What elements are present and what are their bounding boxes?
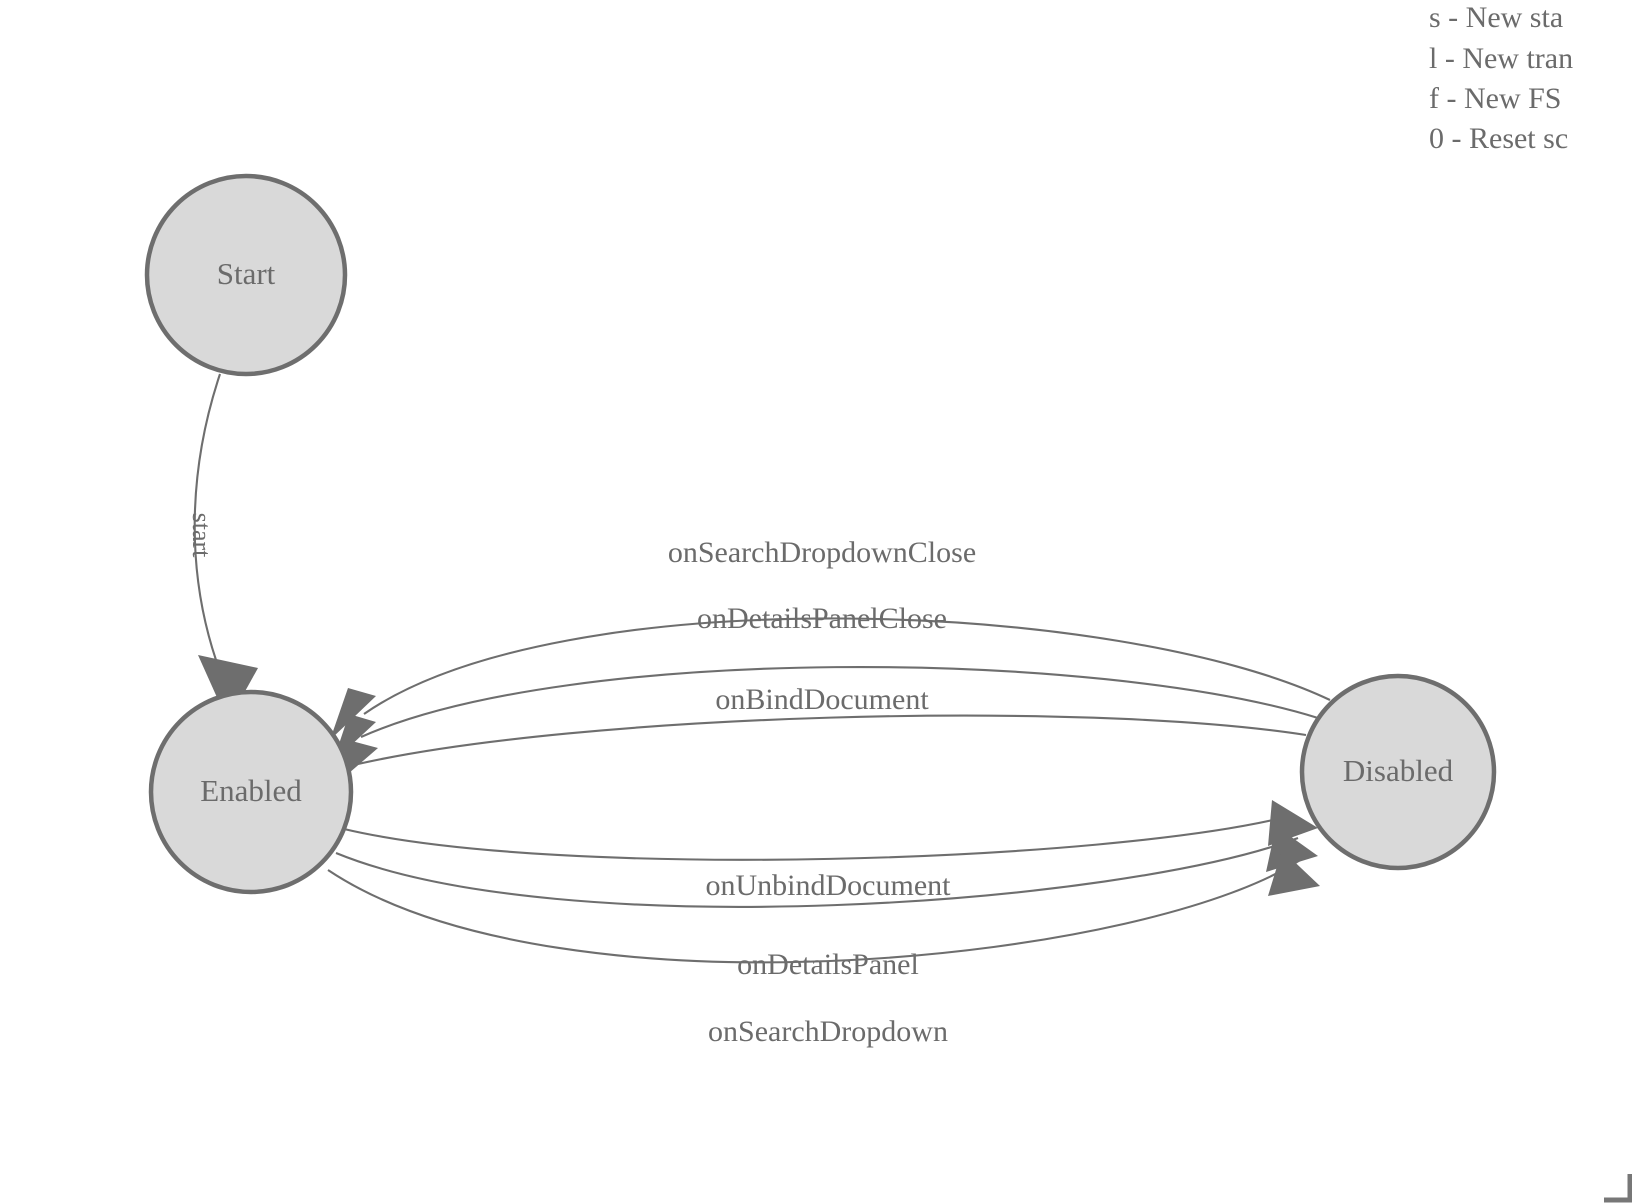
transition-on-search-dropdown-path[interactable] xyxy=(327,855,1307,964)
transition-start-label: start xyxy=(187,513,216,559)
state-start-label: Start xyxy=(217,256,276,291)
transition-start[interactable] xyxy=(193,373,258,722)
transition-on-bind-document[interactable] xyxy=(334,714,1307,786)
transition-on-details-panel-label: onDetailsPanel xyxy=(737,948,919,981)
transition-on-search-dropdown-close-path[interactable] xyxy=(363,617,1331,715)
state-node-enabled[interactable]: Enabled xyxy=(148,689,354,895)
resize-corner[interactable] xyxy=(1604,1174,1632,1203)
transition-start-path[interactable] xyxy=(193,373,221,661)
transition-on-details-panel-close-label: onDetailsPanelClose xyxy=(697,602,947,635)
transition-start-arrowhead xyxy=(198,655,258,722)
transition-on-unbind-document-label: onUnbindDocument xyxy=(706,869,952,902)
help-line-new-fsm: f - New FS xyxy=(1429,82,1562,115)
transition-on-bind-document-path[interactable] xyxy=(357,714,1307,766)
transition-on-search-dropdown[interactable] xyxy=(327,850,1320,964)
transition-on-search-dropdown-close-arrowhead xyxy=(330,688,376,740)
state-enabled-circle[interactable] xyxy=(148,689,354,895)
state-enabled-label: Enabled xyxy=(200,773,302,808)
state-node-start[interactable]: Start xyxy=(144,173,348,377)
help-line-reset-scale: 0 - Reset sc xyxy=(1429,122,1568,155)
state-node-disabled[interactable]: Disabled xyxy=(1299,673,1497,871)
transition-on-details-panel-path[interactable] xyxy=(335,837,1299,908)
transition-on-bind-document-label: onBindDocument xyxy=(715,683,929,716)
state-disabled-label: Disabled xyxy=(1343,753,1454,788)
transition-on-search-dropdown-label: onSearchDropdown xyxy=(708,1015,948,1048)
help-line-new-transition: l - New tran xyxy=(1429,42,1573,75)
transition-on-unbind-document-path[interactable] xyxy=(343,814,1291,861)
transition-on-details-panel-close-path[interactable] xyxy=(360,666,1319,738)
transition-on-search-dropdown-arrowhead xyxy=(1268,850,1320,896)
state-disabled-circle[interactable] xyxy=(1299,673,1497,871)
transition-on-search-dropdown-close-label: onSearchDropdownClose xyxy=(668,536,976,569)
resize-corner-icon[interactable] xyxy=(1604,1174,1632,1203)
transition-on-unbind-document[interactable] xyxy=(343,800,1318,861)
help-overlay: s - New sta l - New tran f - New FS 0 - … xyxy=(1429,1,1573,155)
state-start-circle[interactable] xyxy=(144,173,348,377)
transition-on-search-dropdown-close[interactable] xyxy=(330,617,1331,740)
help-line-new-state: s - New sta xyxy=(1429,1,1563,34)
